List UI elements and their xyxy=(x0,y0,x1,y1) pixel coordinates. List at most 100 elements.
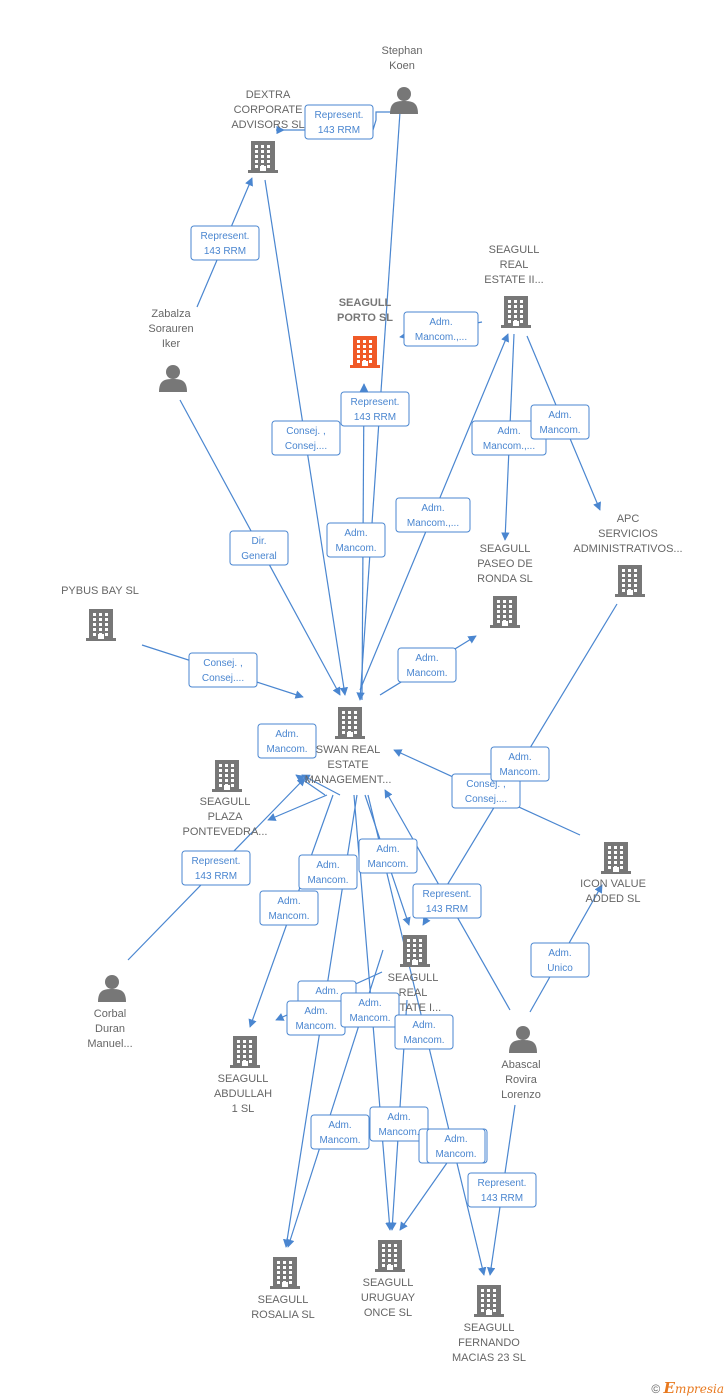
building-icon[interactable] xyxy=(490,596,520,628)
edge-label[interactable]: Adm.Mancom. xyxy=(426,1128,486,1164)
edge-label-box xyxy=(188,652,258,688)
building-icon[interactable] xyxy=(601,842,631,874)
building-icon[interactable] xyxy=(212,760,242,792)
building-window xyxy=(634,589,637,592)
edge-label[interactable]: Adm.Mancom. xyxy=(298,854,358,890)
edge-label[interactable]: Represent.143 RRM xyxy=(340,391,410,427)
edge-label[interactable]: Adm.Unico xyxy=(530,942,590,978)
person-icon[interactable] xyxy=(509,1026,537,1053)
building-icon[interactable] xyxy=(248,141,278,173)
edge-line xyxy=(276,111,392,135)
edge-label-line: Adm. xyxy=(412,1020,435,1031)
person-icon[interactable] xyxy=(98,975,126,1002)
edge-label-line: Dir. xyxy=(252,536,267,547)
building-base xyxy=(86,638,116,641)
building-icon[interactable] xyxy=(230,1036,260,1068)
building-icon[interactable] xyxy=(400,935,430,967)
building-base xyxy=(615,594,645,597)
building-window xyxy=(231,779,234,782)
edge-label[interactable]: Dir.General xyxy=(229,530,289,566)
node-label-line: ADVISORS SL xyxy=(231,119,304,131)
node-label-line: Zabalza xyxy=(151,308,191,320)
edge-label[interactable]: Adm.Mancom. xyxy=(340,992,400,1028)
edge-label[interactable]: Adm.Mancom. xyxy=(326,522,386,558)
building-window xyxy=(394,1264,397,1267)
person-icon[interactable] xyxy=(159,365,187,392)
building-icon[interactable] xyxy=(335,707,365,739)
edge-label[interactable]: Adm.Mancom. xyxy=(530,404,590,440)
edge-label[interactable]: Adm.Mancom. xyxy=(286,1000,346,1036)
edge-label[interactable]: Adm.Mancom. xyxy=(397,647,457,683)
edge-label[interactable]: Adm.Mancom. xyxy=(490,746,550,782)
building-window xyxy=(413,944,416,947)
building-icon[interactable] xyxy=(501,296,531,328)
edge-label[interactable]: Adm.Mancom. xyxy=(257,723,317,759)
edge-label[interactable]: Adm.Mancom. xyxy=(358,838,418,874)
edge-label[interactable]: Represent.143 RRM xyxy=(412,883,482,919)
building-window xyxy=(394,1259,397,1262)
building-icon[interactable] xyxy=(350,336,380,368)
edge-label[interactable]: Adm.Mancom. xyxy=(369,1106,429,1142)
node-pybus[interactable]: PYBUS BAY SL xyxy=(61,585,139,641)
edge-label[interactable]: Consej. ,Consej.... xyxy=(271,420,341,456)
edge-label[interactable]: Adm.Mancom. xyxy=(259,890,319,926)
building-icon[interactable] xyxy=(375,1240,405,1272)
edge-label[interactable]: Adm.Mancom. xyxy=(310,1114,370,1150)
edge-label[interactable]: Represent.143 RRM xyxy=(190,225,260,261)
building-window xyxy=(622,589,625,592)
building-window xyxy=(622,584,625,587)
edge-label[interactable]: Adm.Mancom. xyxy=(394,1014,454,1050)
edge-label[interactable]: Adm.Mancom.,... xyxy=(395,497,471,533)
building-icon[interactable] xyxy=(270,1257,300,1289)
edge-label[interactable]: Represent.143 RRM xyxy=(467,1172,537,1208)
edge-label-line: Represent. xyxy=(192,856,241,867)
person-icon[interactable] xyxy=(390,87,418,114)
edge-label[interactable]: Represent.143 RRM xyxy=(181,850,251,886)
edge-label[interactable]: Adm.Mancom.,... xyxy=(403,311,479,347)
node-label[interactable]: PYBUS BAY SL xyxy=(61,585,139,597)
edge-label[interactable]: Consej. ,Consej.... xyxy=(451,773,521,809)
node-label-line: APC xyxy=(617,513,640,525)
edge-label[interactable]: Consej. ,Consej.... xyxy=(188,652,258,688)
building-icon[interactable] xyxy=(615,565,645,597)
empresia-logo[interactable]: Empresia xyxy=(664,1379,725,1397)
edge-label[interactable]: Represent.143 RRM xyxy=(304,104,374,140)
building-door xyxy=(260,166,266,171)
building-window xyxy=(634,584,637,587)
building-icon[interactable] xyxy=(86,609,116,641)
building-icon[interactable] xyxy=(474,1285,504,1317)
